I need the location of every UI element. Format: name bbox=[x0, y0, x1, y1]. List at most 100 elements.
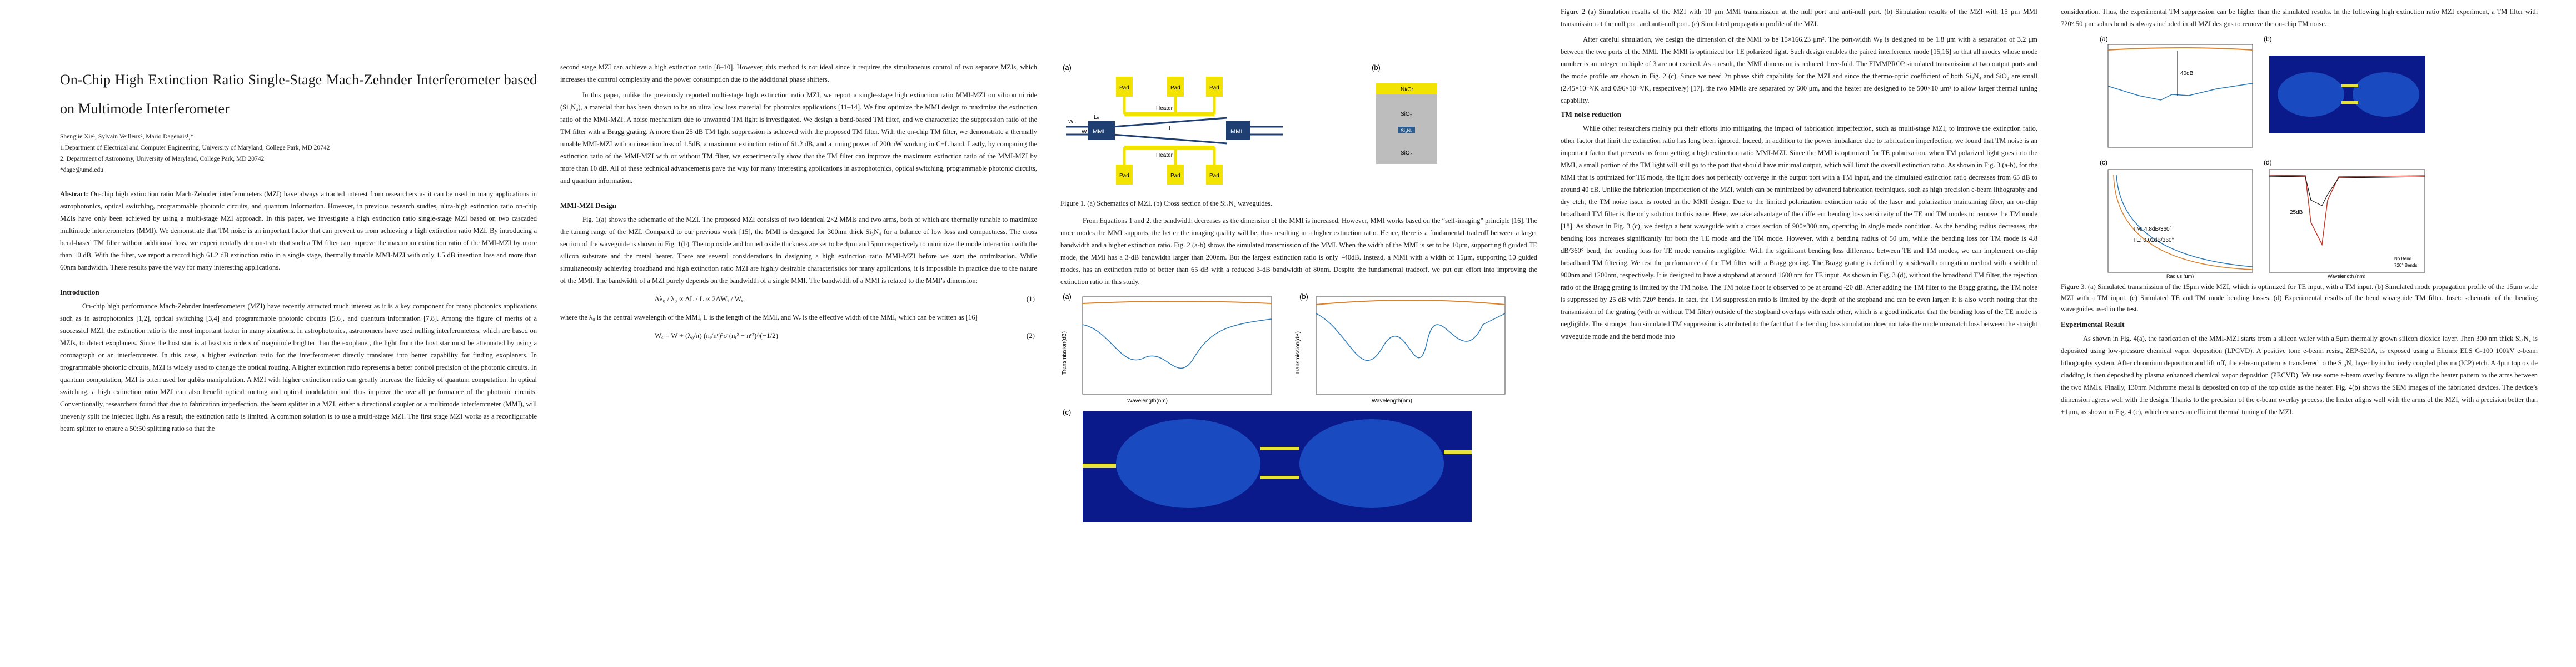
fig1-label-a: (a) bbox=[1063, 63, 1072, 72]
affiliation-2: 2. Department of Astronomy, University o… bbox=[60, 156, 265, 162]
fig3d-annotation-25db: 25dB bbox=[2290, 210, 2303, 216]
mmi-left bbox=[1088, 121, 1115, 140]
pad-label-6: Pad bbox=[1209, 173, 1219, 179]
c4-paragraph-2: While other researchers mainly put their… bbox=[1561, 125, 2037, 340]
pad-label-2: Pad bbox=[1170, 85, 1180, 91]
page-1: On-Chip High Extinction Ratio Single-Sta… bbox=[60, 50, 537, 656]
figure-3-caption: Figure 3. (a) Simulated transmission of … bbox=[2061, 283, 2538, 313]
figure-1-schematic: (a) (b) Pad Pad Pad Pad Pad Pad bbox=[1063, 63, 1437, 185]
page-3: (a) (b) Pad Pad Pad Pad Pad Pad bbox=[1060, 61, 1537, 667]
sio2-label-bottom: SiO₂ bbox=[1401, 150, 1412, 156]
intro-heading: Introduction bbox=[60, 288, 99, 296]
pad-bottom-left bbox=[1116, 165, 1133, 185]
fig3c-te-curve bbox=[2113, 175, 2253, 270]
nicr-layer bbox=[1376, 83, 1437, 94]
fig2-label-c: (c) bbox=[1063, 408, 1071, 416]
figure-1-caption: Figure 1. (a) Schematics of MZI. (b) Cro… bbox=[1060, 200, 1273, 207]
design-heading: MMI-MZI Design bbox=[560, 201, 616, 210]
mmi-label-left: MMI bbox=[1093, 128, 1104, 135]
fig2c-mmi-right bbox=[1299, 419, 1444, 508]
equation-2: Wₑ = W + (λ₀/π) (nᵣ/nᶜ)²σ (nᵣ² − nᶜ²)^(−… bbox=[560, 331, 1037, 340]
fig2-label-a: (a) bbox=[1063, 292, 1072, 301]
fig3d-xlabel: Wavelength (nm) bbox=[2328, 273, 2365, 278]
equation-2-body: Wₑ = W + (λ₀/π) (nᵣ/nᶜ)²σ (nᵣ² − nᶜ²)^(−… bbox=[655, 331, 779, 340]
equation-1-number: (1) bbox=[1026, 295, 1035, 303]
page-4: Figure 2 (a) Simulation results of the M… bbox=[1561, 6, 2037, 611]
figure-1: (a) (b) Pad Pad Pad Pad Pad Pad bbox=[1060, 61, 1537, 195]
fig2c-input-beam bbox=[1083, 464, 1116, 468]
pad-label-1: Pad bbox=[1119, 85, 1129, 91]
fig3d-legend-no-bend: No Bend bbox=[2394, 256, 2411, 261]
fig3a-curve-top bbox=[2107, 47, 2253, 51]
pad-label-3: Pad bbox=[1209, 85, 1219, 91]
c3-paragraph-1: From Equations 1 and 2, the bandwidth de… bbox=[1060, 217, 1537, 286]
arm-waveguide-top bbox=[1113, 117, 1228, 128]
fig2-plot-a-frame bbox=[1082, 296, 1272, 395]
sin-label: Si₃N₄ bbox=[1401, 128, 1413, 133]
paper-title: On-Chip High Extinction Ratio Single-Sta… bbox=[60, 72, 537, 117]
fig3b-arm bbox=[2341, 101, 2358, 104]
c2-paragraph-2: In this paper, unlike the previously rep… bbox=[560, 91, 1037, 185]
fig3-label-b: (b) bbox=[2264, 35, 2272, 43]
noise-heading: TM noise reduction bbox=[1561, 110, 1621, 118]
lh-label: Lₕ bbox=[1094, 115, 1099, 121]
figure-3-plots: (a) (b) (c) (d) 40dB TM: bbox=[2100, 35, 2425, 279]
c5-paragraph-1: As shown in Fig. 4(a), the fabrication o… bbox=[2061, 335, 2538, 416]
c2-paragraph-4: where the λ₀ is the central wavelength o… bbox=[560, 313, 978, 321]
fig3a-curve-bottom bbox=[2107, 83, 2253, 101]
pad-bottom-right bbox=[1206, 165, 1223, 185]
fig1-label-b: (b) bbox=[1372, 63, 1381, 72]
sin-core bbox=[1398, 127, 1415, 133]
fig2a-anti-null-curve bbox=[1082, 301, 1272, 304]
figure-2-plots: (a) (b) (c) Wavelength(nm) Transmission(… bbox=[1062, 292, 1506, 522]
l-label: L bbox=[1169, 126, 1172, 132]
fig2c-output-beam bbox=[1444, 450, 1472, 454]
c4-paragraph-1: After careful simulation, we design the … bbox=[1561, 36, 2037, 104]
wp-label: Wₚ bbox=[1068, 119, 1076, 125]
fig2a-xlabel: Wavelength(nm) bbox=[1127, 398, 1168, 404]
fig2-plot-b-frame bbox=[1316, 296, 1506, 395]
fig3b-arm bbox=[2341, 84, 2358, 87]
abstract-label: Abstract: bbox=[60, 190, 88, 198]
fig2b-anti-null-curve bbox=[1316, 300, 1506, 305]
w-label: W bbox=[1082, 129, 1087, 135]
fig3d-legend-bend: 720° Bends bbox=[2394, 263, 2417, 268]
equation-2-number: (2) bbox=[1026, 331, 1035, 340]
affiliation-1: 1.Department of Electrical and Computer … bbox=[60, 145, 330, 151]
email: *dage@umd.edu bbox=[60, 167, 103, 173]
figure-2-caption: Figure 2 (a) Simulation results of the M… bbox=[1561, 8, 2037, 28]
fig2b-xlabel: Wavelength(nm) bbox=[1372, 398, 1412, 404]
fig3-label-c: (c) bbox=[2100, 158, 2107, 166]
pad-label-4: Pad bbox=[1119, 173, 1129, 179]
fig3b-mmi-left bbox=[2278, 72, 2344, 117]
fig3c-tm-curve bbox=[2116, 175, 2253, 267]
pad-top-right bbox=[1206, 77, 1223, 97]
fig3d-no-bend-curve bbox=[2269, 176, 2425, 206]
pad-top-mid bbox=[1167, 77, 1184, 97]
fig3b-mmi-right bbox=[2353, 72, 2419, 117]
c2-paragraph-3: Fig. 1(a) shows the schematic of the MZI… bbox=[560, 216, 1037, 285]
fig2a-null-curve bbox=[1082, 318, 1272, 369]
authors: Shengjie Xie¹, Sylvain Veilleux², Mario … bbox=[60, 133, 194, 140]
figure-3: (a) (b) (c) (d) 40dB TM: bbox=[2061, 33, 2538, 279]
c5-paragraph-0: consideration. Thus, the experimental TM… bbox=[2061, 8, 2538, 28]
experimental-heading: Experimental Result bbox=[2061, 320, 2125, 328]
mmi-right bbox=[1226, 121, 1250, 140]
fig3d-bend-curve bbox=[2269, 175, 2425, 246]
heater-bottom bbox=[1124, 146, 1214, 150]
fig3c-annotation-te: TE: 0.01dB/360° bbox=[2133, 237, 2174, 243]
fig3a-annotation-40db: 40dB bbox=[2180, 71, 2194, 77]
heater-label-bottom: Heater bbox=[1156, 152, 1173, 158]
c2-paragraph-1: second stage MZI can achieve a high exti… bbox=[560, 63, 1037, 83]
abstract: Abstract: On-chip high extinction ratio … bbox=[60, 188, 537, 273]
fig2-label-b: (b) bbox=[1299, 292, 1308, 301]
heater-top bbox=[1124, 112, 1214, 116]
fig3c-xlabel: Radius (μm) bbox=[2166, 273, 2194, 278]
fig3a-frame bbox=[2107, 44, 2253, 148]
pad-bottom-mid bbox=[1167, 165, 1184, 185]
fig2c-arm-top bbox=[1260, 447, 1299, 450]
pad-top-left bbox=[1116, 77, 1133, 97]
page-5: consideration. Thus, the experimental TM… bbox=[2061, 6, 2538, 611]
fig3-label-a: (a) bbox=[2100, 35, 2108, 43]
